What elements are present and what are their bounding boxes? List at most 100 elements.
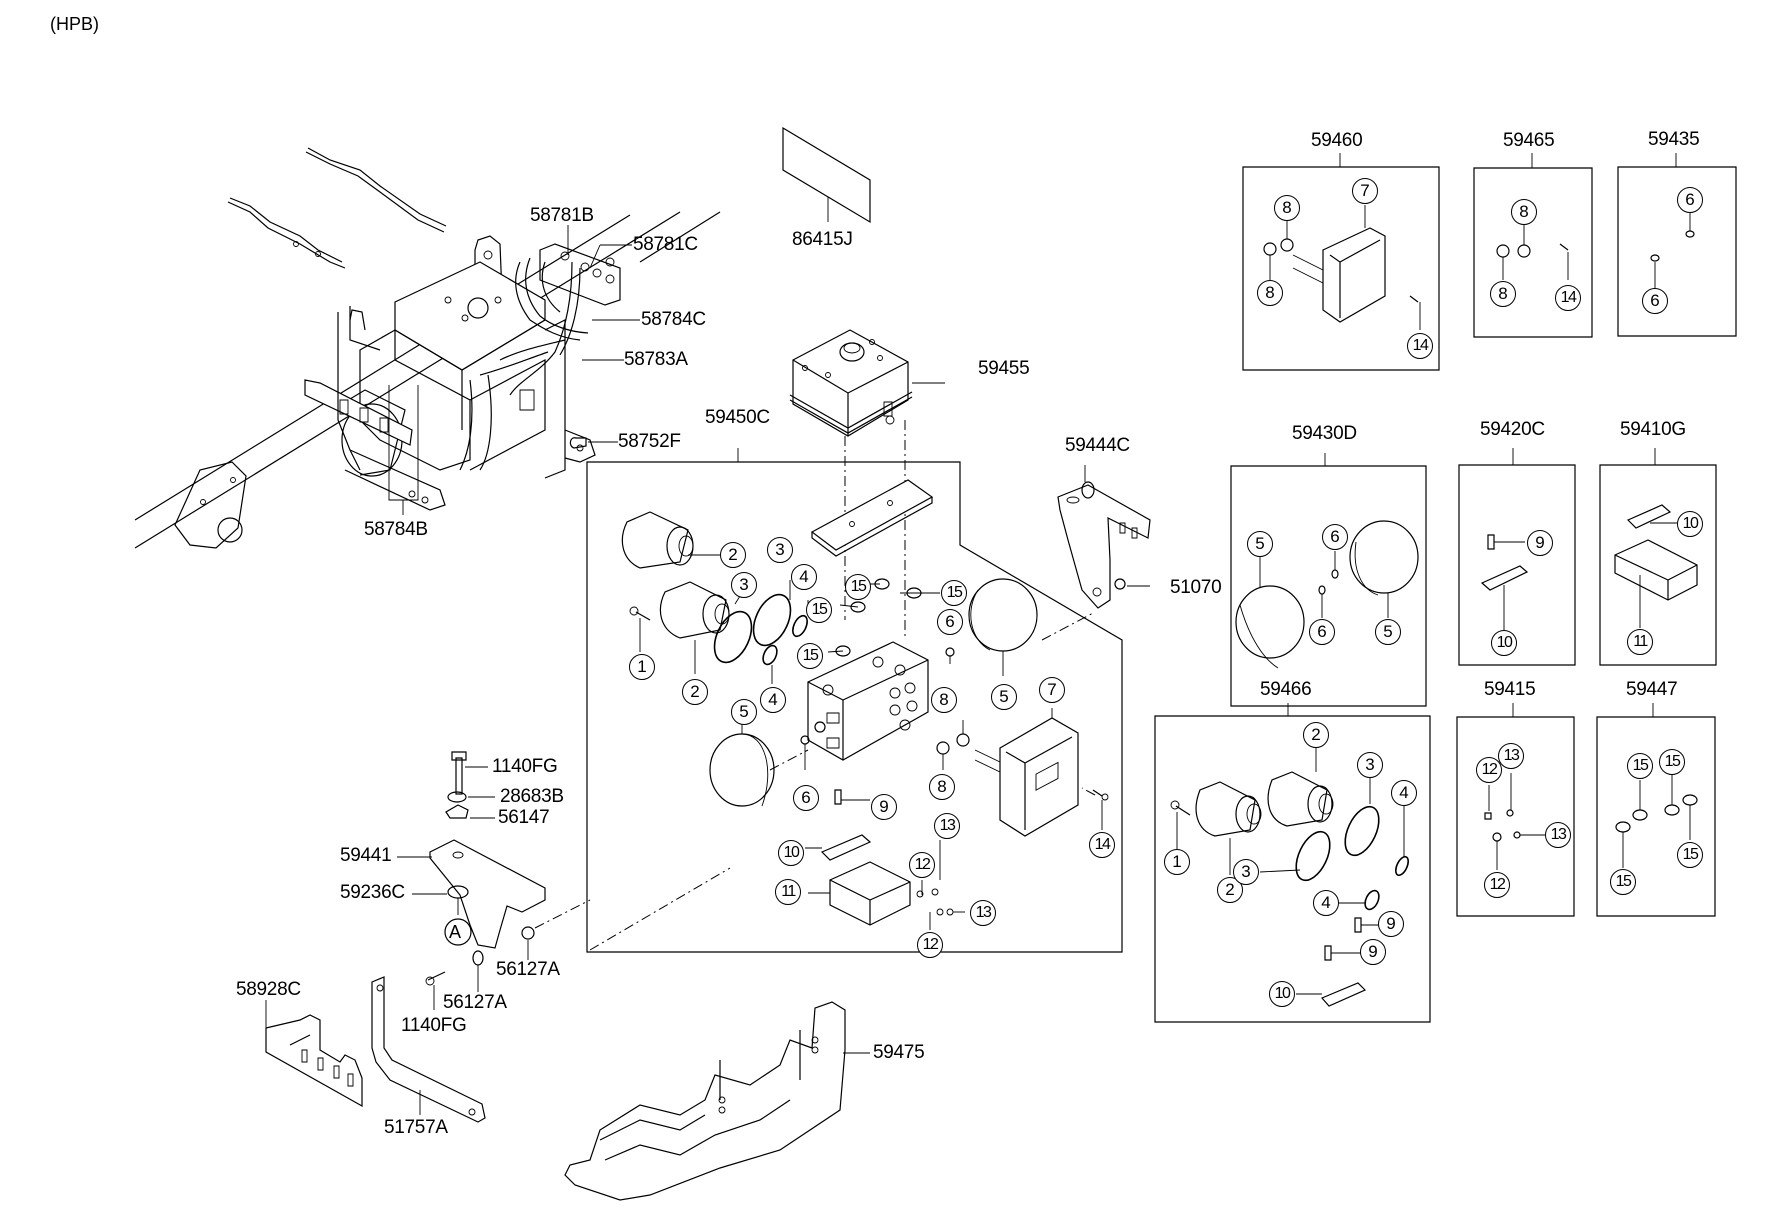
part-label-1140FG-top[interactable]: 1140FG xyxy=(492,756,558,777)
callout-circle: 9 xyxy=(871,794,897,820)
callout-circle: 11 xyxy=(1627,629,1653,655)
callout-circle: 5 xyxy=(1247,531,1273,557)
part-label-58781B[interactable]: 58781B xyxy=(530,205,594,226)
kit-title-59465[interactable]: 59465 xyxy=(1503,130,1555,151)
part-label-56147[interactable]: 56147 xyxy=(498,807,550,828)
callout-circle: 3 xyxy=(1357,752,1383,778)
kit-title-59410G[interactable]: 59410G xyxy=(1620,419,1686,440)
callout-circle: 12 xyxy=(1484,872,1510,898)
callout-circle: 14 xyxy=(1407,333,1433,359)
callout-circle: 10 xyxy=(778,840,804,866)
callout-circle: 4 xyxy=(760,687,786,713)
callout-circle: 6 xyxy=(1677,187,1703,213)
hpb-assembly-on-frame xyxy=(305,225,640,515)
callout-circle: 11 xyxy=(775,879,801,905)
kit-title-59466[interactable]: 59466 xyxy=(1260,679,1312,700)
kit-title-59415[interactable]: 59415 xyxy=(1484,679,1536,700)
callout-circle: 9 xyxy=(1527,530,1553,556)
callout-circle: 15 xyxy=(941,580,967,606)
callout-circle: 3 xyxy=(1233,859,1259,885)
kit-title-59447[interactable]: 59447 xyxy=(1626,679,1678,700)
label-plate-86415J xyxy=(783,128,870,222)
callout-circle: 1 xyxy=(1164,849,1190,875)
callout-circle: 6 xyxy=(793,785,819,811)
callout-circle: 15 xyxy=(845,574,871,600)
callout-circle: 13 xyxy=(1498,743,1524,769)
mounting-hardware xyxy=(397,752,590,1010)
callout-circle: 15 xyxy=(1610,869,1636,895)
part-label-58784C[interactable]: 58784C xyxy=(641,309,706,330)
kit-boxes xyxy=(1155,153,1736,1022)
callout-circle: 6 xyxy=(1322,524,1348,550)
callout-circle: 2 xyxy=(1303,722,1329,748)
part-label-51070[interactable]: 51070 xyxy=(1170,577,1222,598)
part-label-59475[interactable]: 59475 xyxy=(873,1042,925,1063)
part-label-59441[interactable]: 59441 xyxy=(340,845,392,866)
callout-circle: 13 xyxy=(1545,822,1571,848)
part-label-58783A[interactable]: 58783A xyxy=(624,349,688,370)
callout-circle: 4 xyxy=(1313,890,1339,916)
callout-circle: 8 xyxy=(1257,280,1283,306)
callout-circle: 8 xyxy=(1490,281,1516,307)
callout-circle: 8 xyxy=(1274,195,1300,221)
part-label-56127A-right[interactable]: 56127A xyxy=(496,959,560,980)
kit-title-59430D[interactable]: 59430D xyxy=(1292,423,1357,444)
bracket-58928C xyxy=(266,1000,362,1106)
callout-circle: 8 xyxy=(931,687,957,713)
callout-circle: 10 xyxy=(1491,630,1517,656)
callout-circle: 8 xyxy=(1511,199,1537,225)
kit-title-59435[interactable]: 59435 xyxy=(1648,129,1700,150)
callout-circle: 3 xyxy=(767,537,793,563)
callout-circle: 2 xyxy=(720,542,746,568)
callout-circle: 15 xyxy=(1627,753,1653,779)
callout-circle: 9 xyxy=(1378,911,1404,937)
callout-circle: 8 xyxy=(929,774,955,800)
callout-circle: 5 xyxy=(731,699,757,725)
part-label-56127A-lower[interactable]: 56127A xyxy=(443,992,507,1013)
bracket-59444C xyxy=(1058,465,1150,608)
callout-circle: 4 xyxy=(1391,780,1417,806)
callout-circle: 15 xyxy=(806,597,832,623)
part-label-28683B[interactable]: 28683B xyxy=(500,786,564,807)
diagram-title: (HPB) xyxy=(50,14,99,34)
callout-circle: 15 xyxy=(797,643,823,669)
callout-circle: 15 xyxy=(1677,842,1703,868)
reference-mark-A: A xyxy=(449,922,461,942)
part-label-1140FG-lower[interactable]: 1140FG xyxy=(401,1015,467,1036)
part-label-58784B[interactable]: 58784B xyxy=(364,519,428,540)
callout-circle: 12 xyxy=(1476,757,1502,783)
assembly-frame-59450C xyxy=(587,448,1122,952)
callout-circle: 6 xyxy=(937,609,963,635)
callout-circle: 7 xyxy=(1352,178,1378,204)
kit-title-59420C[interactable]: 59420C xyxy=(1480,419,1545,440)
part-label-58928C[interactable]: 58928C xyxy=(236,979,301,1000)
callout-circle: 13 xyxy=(970,900,996,926)
part-label-51757A[interactable]: 51757A xyxy=(384,1117,448,1138)
part-label-59236C[interactable]: 59236C xyxy=(340,882,405,903)
callout-circle: 3 xyxy=(731,572,757,598)
strap-51757A xyxy=(372,977,485,1122)
callout-circle: 13 xyxy=(934,813,960,839)
callout-circle: 10 xyxy=(1677,511,1703,537)
callout-circle: 12 xyxy=(917,932,943,958)
part-label-59444C[interactable]: 59444C xyxy=(1065,435,1130,456)
callout-circle: 9 xyxy=(1360,939,1386,965)
callout-circle: 14 xyxy=(1555,285,1581,311)
part-label-86415J[interactable]: 86415J xyxy=(792,229,853,250)
callout-circle: 15 xyxy=(1659,749,1685,775)
callout-circle: 1 xyxy=(629,654,655,680)
hpb-module-59455 xyxy=(790,330,945,640)
callout-circle: 10 xyxy=(1269,981,1295,1007)
callout-circle: 6 xyxy=(1309,619,1335,645)
callout-circle: 12 xyxy=(909,852,935,878)
part-label-59455[interactable]: 59455 xyxy=(978,358,1030,379)
callout-circle: 4 xyxy=(791,564,817,590)
callout-circle: 14 xyxy=(1089,832,1115,858)
part-label-58752F[interactable]: 58752F xyxy=(618,431,681,452)
callout-circle: 5 xyxy=(1375,619,1401,645)
guard-59475 xyxy=(565,1002,870,1200)
kit-title-59460[interactable]: 59460 xyxy=(1311,130,1363,151)
part-label-58781C[interactable]: 58781C xyxy=(633,234,698,255)
part-label-59450C[interactable]: 59450C xyxy=(705,407,770,428)
